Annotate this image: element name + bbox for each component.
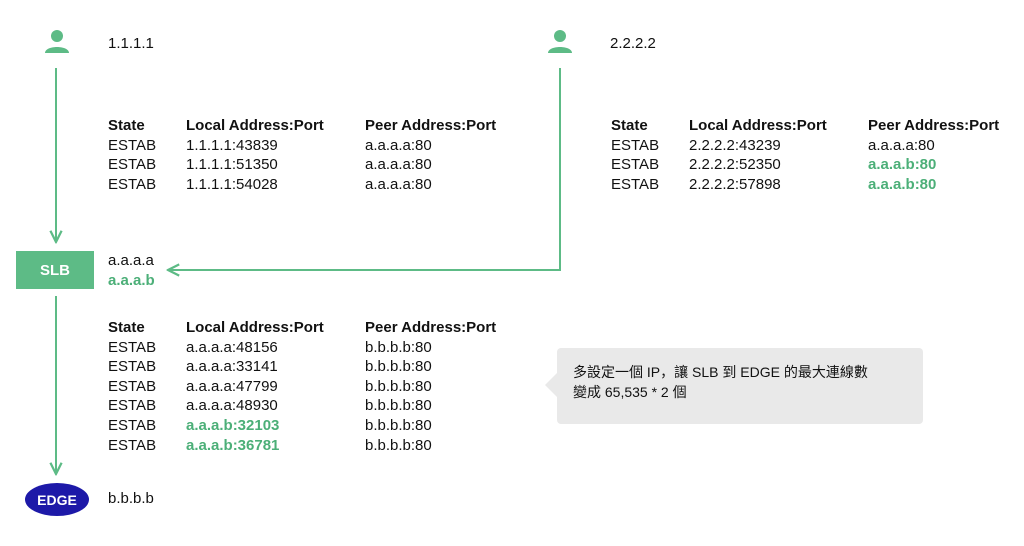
peer-cell: a.a.a.a:80 — [868, 136, 935, 154]
table-row: ESTAB a.a.a.b:36781 b.b.b.b:80 — [108, 436, 525, 456]
slb-ip-secondary: a.a.a.b — [108, 271, 155, 289]
local-cell: 2.2.2.2:43239 — [689, 136, 781, 154]
header-state: State — [108, 319, 145, 336]
peer-cell: a.a.a.a:80 — [365, 156, 432, 174]
state-cell: ESTAB — [611, 175, 660, 193]
table-row: ESTAB a.a.a.a:48156 b.b.b.b:80 — [108, 338, 525, 358]
table-row: ESTAB a.a.a.b:32103 b.b.b.b:80 — [108, 416, 525, 436]
local-cell: a.a.a.a:48930 — [186, 397, 278, 415]
client1-ip: 1.1.1.1 — [108, 35, 154, 52]
local-cell: 1.1.1.1:43839 — [186, 136, 278, 154]
local-cell: 1.1.1.1:54028 — [186, 175, 278, 193]
callout-line-2: 變成 65,535 * 2 個 — [573, 384, 687, 400]
peer-cell: a.a.a.a:80 — [365, 136, 432, 154]
table-row: ESTAB a.a.a.a:48930 b.b.b.b:80 — [108, 396, 525, 416]
local-cell-highlighted: a.a.a.b:36781 — [186, 436, 280, 454]
edge-ip: b.b.b.b — [108, 490, 154, 507]
table-row: ESTAB 1.1.1.1:43839 a.a.a.a:80 — [108, 136, 525, 156]
header-peer: Peer Address:Port — [868, 117, 1000, 134]
state-cell: ESTAB — [611, 136, 660, 154]
local-cell: 2.2.2.2:57898 — [689, 175, 781, 193]
callout-note: 多設定一個 IP，讓 SLB 到 EDGE 的最大連線數 變成 65,535 *… — [557, 348, 923, 424]
peer-cell: b.b.b.b:80 — [365, 397, 432, 415]
header-local: Local Address:Port — [186, 117, 324, 134]
state-cell: ESTAB — [611, 156, 660, 174]
state-cell: ESTAB — [108, 338, 157, 356]
header-peer: Peer Address:Port — [365, 117, 497, 134]
header-state: State — [611, 117, 648, 134]
table-row: ESTAB 2.2.2.2:43239 a.a.a.a:80 — [611, 136, 1024, 156]
user-icon — [548, 30, 572, 53]
local-cell: 2.2.2.2:52350 — [689, 156, 781, 174]
client1-connection-table: State Local Address:Port Peer Address:Po… — [108, 116, 525, 194]
user-icon — [45, 30, 69, 53]
peer-cell: b.b.b.b:80 — [365, 416, 432, 434]
state-cell: ESTAB — [108, 416, 157, 434]
client2-connection-table: State Local Address:Port Peer Address:Po… — [611, 116, 1024, 194]
local-cell: a.a.a.a:47799 — [186, 377, 278, 395]
client2-ip: 2.2.2.2 — [610, 35, 656, 52]
local-cell: a.a.a.a:33141 — [186, 358, 278, 376]
local-cell: 1.1.1.1:51350 — [186, 156, 278, 174]
peer-cell: a.a.a.a:80 — [365, 175, 432, 193]
table-row: ESTAB a.a.a.a:47799 b.b.b.b:80 — [108, 377, 525, 397]
table-row: ESTAB a.a.a.a:33141 b.b.b.b:80 — [108, 357, 525, 377]
state-cell: ESTAB — [108, 436, 157, 454]
table-header: State Local Address:Port Peer Address:Po… — [108, 116, 525, 136]
table-row: ESTAB 1.1.1.1:51350 a.a.a.a:80 — [108, 155, 525, 175]
peer-cell: b.b.b.b:80 — [365, 377, 432, 395]
arrow-client2-to-slb — [168, 68, 561, 270]
callout-pointer — [545, 373, 557, 397]
peer-cell-highlighted: a.a.a.b:80 — [868, 156, 937, 174]
state-cell: ESTAB — [108, 156, 157, 174]
header-local: Local Address:Port — [186, 319, 324, 336]
table-row: ESTAB 2.2.2.2:52350 a.a.a.b:80 — [611, 155, 1024, 175]
peer-cell-highlighted: a.a.a.b:80 — [868, 175, 937, 193]
table-header: State Local Address:Port Peer Address:Po… — [611, 116, 1024, 136]
table-row: ESTAB 2.2.2.2:57898 a.a.a.b:80 — [611, 175, 1024, 195]
local-cell: a.a.a.a:48156 — [186, 338, 278, 356]
state-cell: ESTAB — [108, 136, 157, 154]
header-peer: Peer Address:Port — [365, 319, 497, 336]
peer-cell: b.b.b.b:80 — [365, 338, 432, 356]
state-cell: ESTAB — [108, 358, 157, 376]
peer-cell: b.b.b.b:80 — [365, 436, 432, 454]
slb-ip-primary: a.a.a.a — [108, 252, 154, 269]
callout-line-1: 多設定一個 IP，讓 SLB 到 EDGE 的最大連線數 — [573, 364, 868, 380]
state-cell: ESTAB — [108, 397, 157, 415]
table-row: ESTAB 1.1.1.1:54028 a.a.a.a:80 — [108, 175, 525, 195]
state-cell: ESTAB — [108, 377, 157, 395]
slb-node: SLB — [16, 251, 94, 289]
header-state: State — [108, 117, 145, 134]
peer-cell: b.b.b.b:80 — [365, 358, 432, 376]
table-header: State Local Address:Port Peer Address:Po… — [108, 318, 525, 338]
local-cell-highlighted: a.a.a.b:32103 — [186, 416, 280, 434]
edge-node: EDGE — [25, 483, 89, 516]
slb-connection-table: State Local Address:Port Peer Address:Po… — [108, 318, 525, 455]
header-local: Local Address:Port — [689, 117, 827, 134]
slb-ip-list: a.a.a.a a.a.a.b — [108, 251, 155, 290]
state-cell: ESTAB — [108, 175, 157, 193]
